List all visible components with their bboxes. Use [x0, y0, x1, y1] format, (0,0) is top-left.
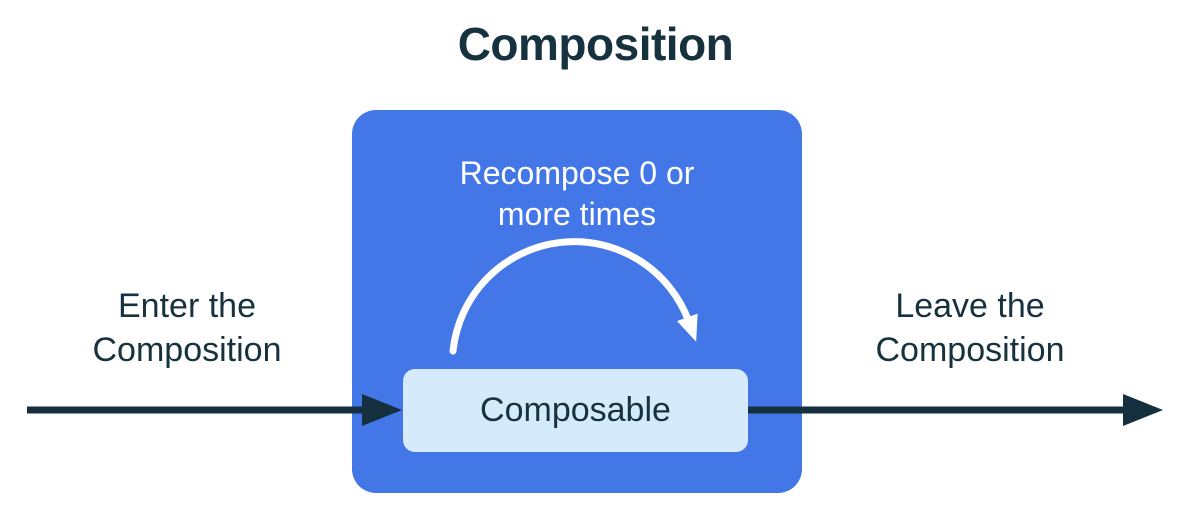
leave-composition-line1: Leave the	[895, 287, 1045, 325]
recompose-label-line1: Recompose 0 or	[459, 155, 695, 191]
leave-composition-label: Leave the Composition	[820, 284, 1120, 372]
diagram-title: Composition	[457, 18, 734, 70]
composable-label: Composable	[480, 391, 671, 429]
enter-composition-line2: Composition	[92, 331, 282, 369]
composable-box: Composable	[403, 369, 748, 452]
enter-composition-line1: Enter the	[118, 287, 256, 325]
leave-composition-line2: Composition	[875, 331, 1065, 369]
recompose-label: Recompose 0 or more times	[352, 153, 802, 235]
recompose-label-line2: more times	[497, 196, 657, 232]
enter-composition-label: Enter the Composition	[37, 284, 337, 372]
